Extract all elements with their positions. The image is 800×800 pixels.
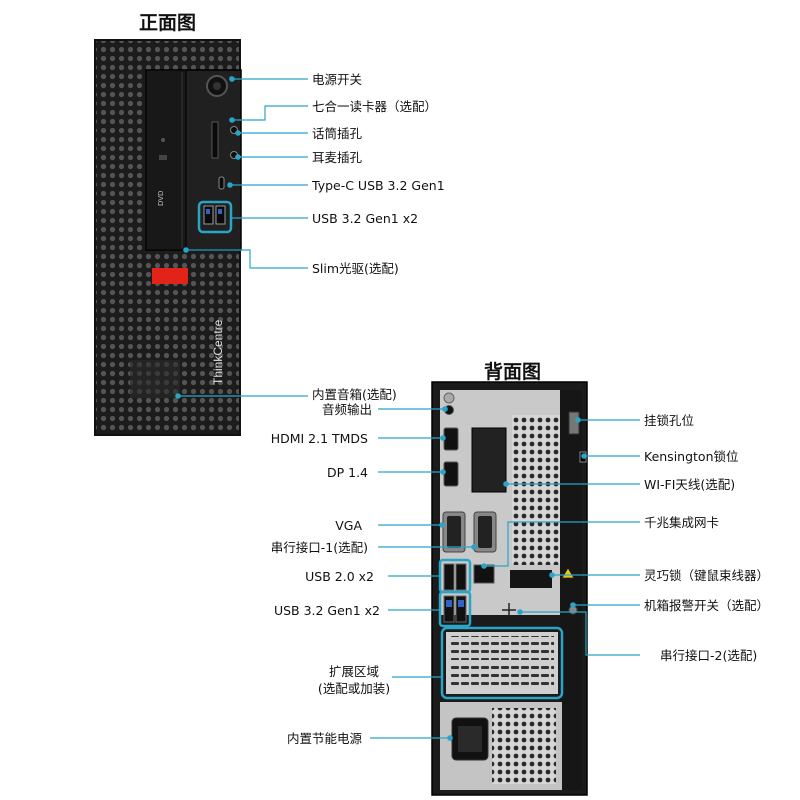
label-serial-1: 串行接口-1(选配) [270, 540, 368, 555]
label-headphone-jack: 耳麦插孔 [312, 150, 363, 165]
label-psu: 内置节能电源 [286, 731, 362, 746]
back-chassis [431, 381, 588, 796]
label-wifi: WI-FI天线(选配) [644, 477, 736, 492]
padlock-loop [568, 411, 580, 435]
label-vga: VGA [335, 518, 362, 533]
label-lan: 千兆集成网卡 [644, 515, 720, 530]
label-internal-speaker: 内置音箱(选配) [312, 387, 397, 402]
label-kensington: Kensington锁位 [644, 449, 739, 464]
expansion-slot-2 [450, 666, 554, 690]
thinkcentre-logo: ThinkCentre [211, 319, 225, 385]
label-rear-usb32: USB 3.2 Gen1 x2 [273, 603, 380, 618]
label-usb20: USB 2.0 x2 [305, 569, 374, 584]
optical-eject-button [159, 155, 167, 160]
label-optical-drive: Slim光驱(选配) [312, 261, 399, 276]
expansion-slot-1 [450, 636, 554, 660]
label-card-reader: 七合一读卡器（选配） [312, 99, 438, 114]
front-callout-lines [175, 76, 308, 399]
front-view-title: 正面图 [139, 12, 197, 34]
red-accent-tab [152, 268, 188, 284]
wifi-antenna-module [471, 427, 507, 493]
label-dp: DP 1.4 [326, 465, 368, 480]
label-front-usb32: USB 3.2 Gen1 x2 [312, 211, 419, 226]
optical-eject-pinhole [161, 138, 165, 142]
label-padlock: 挂锁孔位 [644, 413, 695, 428]
dvd-logo: DVD [157, 191, 165, 206]
rear-usb32-port-2 [455, 595, 467, 623]
label-hdmi: HDMI 2.1 TMDS [270, 431, 368, 446]
front-usb-highlight [197, 200, 233, 234]
front-chassis: DVD ThinkCentre [94, 39, 242, 436]
cable-lock [510, 570, 552, 588]
label-typec: Type-C USB 3.2 Gen1 [312, 178, 445, 193]
card-reader-slot [211, 121, 219, 159]
rear-usb32-port-1 [443, 595, 455, 623]
hdmi-port [443, 427, 459, 451]
front-usb-port-1 [203, 205, 214, 225]
label-audio-out: 音频输出 [322, 402, 373, 417]
back-callout-lines-left [370, 406, 477, 741]
label-mic-jack: 话筒插孔 [312, 126, 363, 141]
label-expansion-note: (选配或加装) [317, 681, 391, 696]
back-callout-lines-right [481, 417, 640, 656]
label-intrusion-switch: 机箱报警开关（选配） [644, 598, 770, 613]
label-serial-2: 串行接口-2(选配) [660, 648, 758, 663]
front-usb-port-2 [215, 205, 226, 225]
back-view-title: 背面图 [484, 361, 542, 383]
label-expansion-area: 扩展区域 [328, 664, 379, 679]
typec-port [218, 176, 225, 190]
rear-vent-grille [512, 415, 567, 565]
rear-usb20-port-1 [443, 563, 455, 591]
internal-speaker-grille [130, 360, 180, 398]
rear-usb20-port-2 [455, 563, 467, 591]
label-cable-lock: 灵巧锁（键鼠束线器） [644, 568, 770, 583]
dp-port [443, 461, 459, 487]
label-power-switch: 电源开关 [312, 72, 363, 87]
